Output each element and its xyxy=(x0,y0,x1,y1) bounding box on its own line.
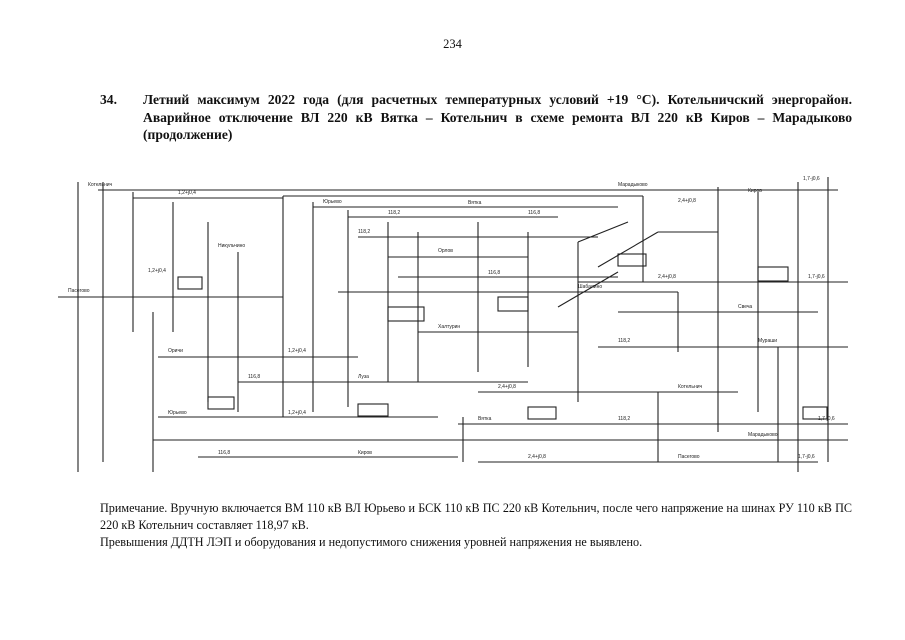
diagram-label: 1,7-j0,6 xyxy=(808,274,825,280)
diagram-label: Никульчино xyxy=(218,243,245,249)
diagram-label: 118,2 xyxy=(388,210,400,216)
diagram-label: 1,7-j0,6 xyxy=(803,176,820,182)
diagram-label: Киров xyxy=(748,188,762,194)
diagram-label: 118,2 xyxy=(358,229,370,235)
diagram-label: Марадыково xyxy=(618,182,648,188)
heading-number: 34. xyxy=(100,92,117,107)
diagram-label: Халтурин xyxy=(438,324,460,330)
diagram-label: Котельнич xyxy=(88,182,113,188)
diagram-label: 2,4+j0,8 xyxy=(498,384,516,390)
diagram-label: 116,8 xyxy=(248,374,260,380)
heading-text: Летний максимум 2022 года (для расчетных… xyxy=(143,92,852,142)
diagram-label: Марадыково xyxy=(748,432,778,438)
diagram-label: 2,4+j0,8 xyxy=(678,198,696,204)
diagram-label: Свеча xyxy=(738,304,752,310)
diagram-label: Орлов xyxy=(438,248,453,254)
schematic-canvas: Котельнич1,2+j0,4Юрьево118,2Вятка116,8Ма… xyxy=(58,162,853,486)
diagram-label: 116,8 xyxy=(488,270,500,276)
diagram-label: 2,4+j0,8 xyxy=(528,454,546,460)
diagram-label: Оричи xyxy=(168,348,183,354)
diagram-label: 118,2 xyxy=(618,338,630,344)
diagram-label: Пасегово xyxy=(678,454,700,460)
diagram-label: Юрьево xyxy=(168,410,187,416)
diagram-label: 118,2 xyxy=(618,416,630,422)
diagram-label: 1,2+j0,4 xyxy=(288,348,306,354)
diagram-label: Пасегово xyxy=(68,288,90,294)
diagram-label: 1,2+j0,4 xyxy=(148,268,166,274)
section-heading: 34. Летний максимум 2022 года (для расче… xyxy=(100,91,852,144)
diagram-label: 1,7-j0,6 xyxy=(818,416,835,422)
diagram-label: Котельнич xyxy=(678,384,703,390)
diagram-label: 1,7-j0,6 xyxy=(798,454,815,460)
diagram-label: 116,8 xyxy=(218,450,230,456)
diagram-label: 116,8 xyxy=(528,210,540,216)
note-block: Примечание. Вручную включается ВМ 110 кВ… xyxy=(100,500,852,551)
page-number: 234 xyxy=(443,37,462,51)
diagram-label: 2,4+j0,8 xyxy=(658,274,676,280)
diagram-label: Киров xyxy=(358,450,372,456)
diagram-label: Луза xyxy=(358,374,369,380)
diagram-label: 1,2+j0,4 xyxy=(178,190,196,196)
diagram-label: 1,2+j0,4 xyxy=(288,410,306,416)
note-paragraph-1: Примечание. Вручную включается ВМ 110 кВ… xyxy=(100,501,852,532)
diagram-label: Мураши xyxy=(758,338,777,344)
diagram-label: Вятка xyxy=(468,200,482,206)
diagram-label: Вятка xyxy=(478,416,492,422)
diagram-label: Шабалино xyxy=(578,284,602,290)
note-paragraph-2: Превышения ДДТН ЛЭП и оборудования и нед… xyxy=(100,535,643,549)
diagram-label: Юрьево xyxy=(323,199,342,205)
